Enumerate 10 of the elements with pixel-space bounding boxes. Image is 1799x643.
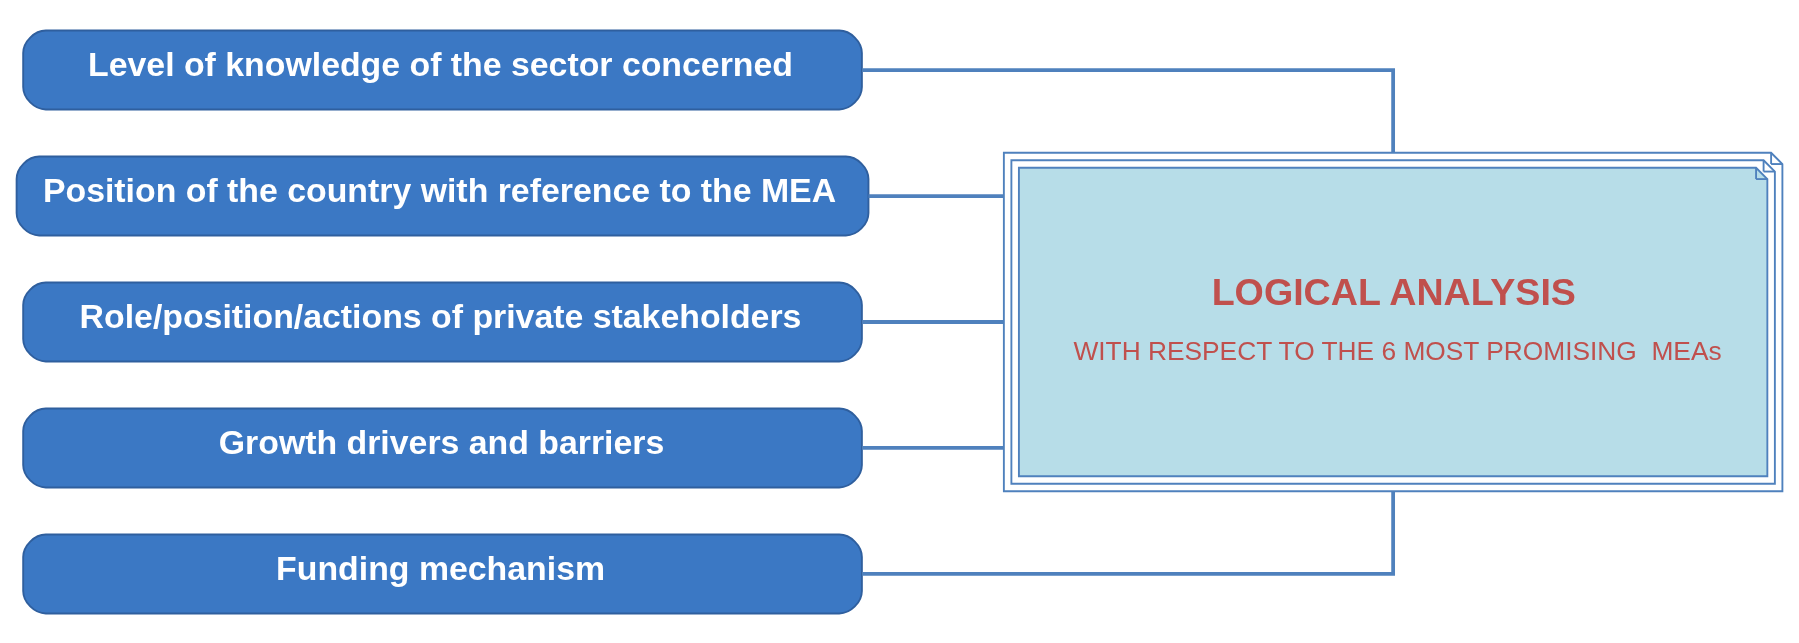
node-box: Role/position/actions of private stakeholders	[22, 281, 863, 362]
connector	[868, 193, 1004, 198]
node-box: Funding mechanism	[22, 533, 863, 614]
connector	[862, 445, 1004, 450]
node-box: Position of the country with reference to the MEA	[15, 155, 870, 236]
node-box: Level of knowledge of the sector concerned	[22, 29, 863, 110]
connector	[862, 319, 1004, 324]
connector	[862, 67, 1395, 153]
connector	[862, 490, 1395, 576]
node-box: Growth drivers and barriers	[22, 407, 863, 488]
